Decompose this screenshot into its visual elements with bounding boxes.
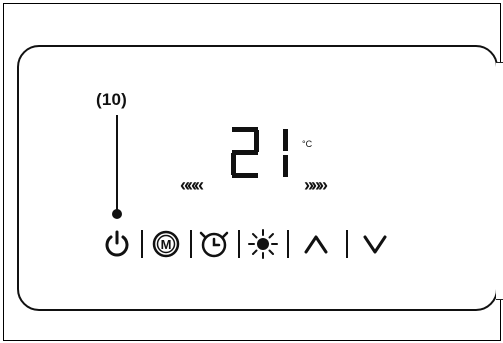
up-button[interactable]: [300, 228, 332, 260]
power-icon: [105, 230, 129, 257]
mode-icon: M: [152, 230, 180, 258]
up-arrow-icon: [304, 235, 328, 254]
callout-leader-line: [116, 115, 118, 213]
digit-two: [231, 127, 259, 178]
separator: [190, 230, 192, 258]
callout-dot: [112, 209, 122, 219]
brightness-icon: [248, 229, 278, 259]
timer-button[interactable]: [198, 228, 230, 260]
fan-waves-left: «««: [180, 175, 204, 195]
separator: [238, 230, 240, 258]
thermostat-panel: [17, 45, 498, 311]
callout-label: (10): [96, 90, 128, 109]
separator: [141, 230, 143, 258]
temperature-unit: °C: [302, 139, 313, 149]
panel-edge: [496, 62, 503, 300]
timer-icon: [199, 231, 229, 258]
power-button[interactable]: [101, 228, 133, 260]
digit-one: [283, 129, 288, 177]
separator: [287, 230, 289, 258]
fan-waves-right: »»»: [304, 175, 328, 195]
down-button[interactable]: [359, 228, 391, 260]
down-arrow-icon: [363, 235, 387, 254]
separator: [346, 230, 348, 258]
brightness-button[interactable]: [247, 228, 279, 260]
mode-glyph: M: [161, 237, 172, 252]
temperature-display: [231, 127, 288, 178]
mode-button[interactable]: M: [150, 228, 182, 260]
